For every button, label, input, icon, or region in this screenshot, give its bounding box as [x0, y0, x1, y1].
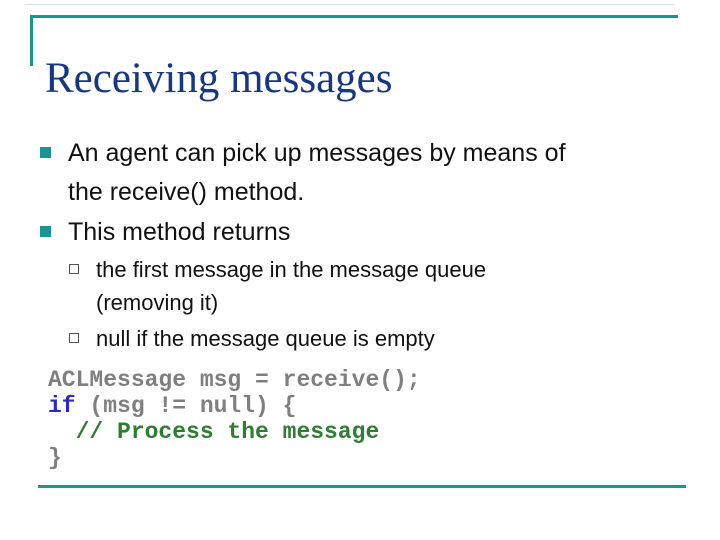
top-faint-divider [25, 4, 675, 5]
code-line: } [48, 445, 421, 471]
bottom-accent-divider [38, 485, 686, 488]
code-token-keyword: if [48, 393, 76, 419]
bullet-text: This method returns [68, 218, 291, 246]
code-line: // Process the message [48, 419, 421, 445]
square-bullet-icon [40, 226, 51, 237]
code-token-default: ACLMessage msg = receive(); [48, 367, 421, 393]
hollow-square-bullet-icon [69, 264, 79, 274]
bullet-text: An agent can pick up messages by means o… [68, 139, 566, 206]
code-snippet: ACLMessage msg = receive();if (msg != nu… [48, 367, 421, 471]
bullet-item-level1: An agent can pick up messages by means o… [40, 134, 685, 212]
bullet-item-level1: This method returns [40, 213, 685, 252]
bullet-item-level2: the first message in the message queue (… [68, 253, 685, 319]
bullet-text: the first message in the message queue (… [96, 257, 487, 315]
code-token-default: } [48, 445, 62, 471]
code-line: if (msg != null) { [48, 393, 421, 419]
bullet-list: An agent can pick up messages by means o… [40, 134, 685, 358]
top-accent-divider [30, 15, 678, 18]
bullet-item-level2: null if the message queue is empty [68, 322, 685, 355]
slide-title: Receiving messages [45, 54, 393, 102]
square-bullet-icon [40, 147, 51, 158]
code-line: ACLMessage msg = receive(); [48, 367, 421, 393]
code-token-comment: // Process the message [48, 419, 380, 445]
bullet-text: null if the message queue is empty [96, 326, 435, 351]
code-token-default: (msg != null) { [75, 393, 297, 419]
title-vertical-accent [30, 15, 33, 66]
hollow-square-bullet-icon [69, 333, 79, 343]
